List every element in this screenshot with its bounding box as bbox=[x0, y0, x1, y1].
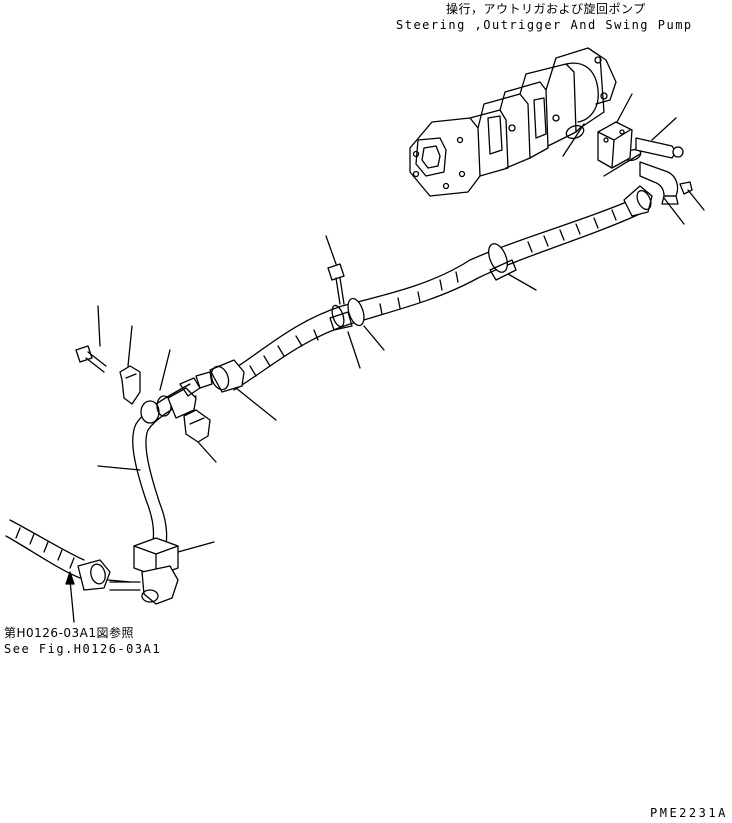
pump-title-english: Steering ,Outrigger And Swing Pump bbox=[396, 18, 693, 32]
pipe-leader-lines bbox=[98, 306, 216, 552]
pump-leader-lines bbox=[563, 94, 704, 224]
lower-bracket bbox=[184, 410, 210, 442]
triple-pump-assembly bbox=[410, 48, 692, 204]
hose-clamp-right bbox=[485, 241, 516, 280]
bracket-bolt bbox=[76, 346, 106, 372]
pipe-bracket bbox=[120, 366, 140, 404]
hose-clamp-middle bbox=[330, 297, 367, 330]
figure-reference-english: See Fig.H0126-03A1 bbox=[4, 642, 162, 656]
external-hose bbox=[6, 520, 130, 622]
steel-pipe bbox=[133, 378, 200, 556]
figure-reference-japanese: 第H0126-03A1図参照 bbox=[4, 626, 135, 640]
main-hydraulic-hose bbox=[196, 186, 654, 392]
drawing-code: PME2231A bbox=[650, 806, 728, 820]
pump-title-japanese: 操行，アウトリガおよび旋回ポンプ bbox=[446, 2, 646, 16]
clamp-bolt bbox=[328, 264, 344, 304]
lower-clamp-and-elbow bbox=[110, 538, 178, 604]
hose-leader-lines bbox=[236, 236, 536, 420]
